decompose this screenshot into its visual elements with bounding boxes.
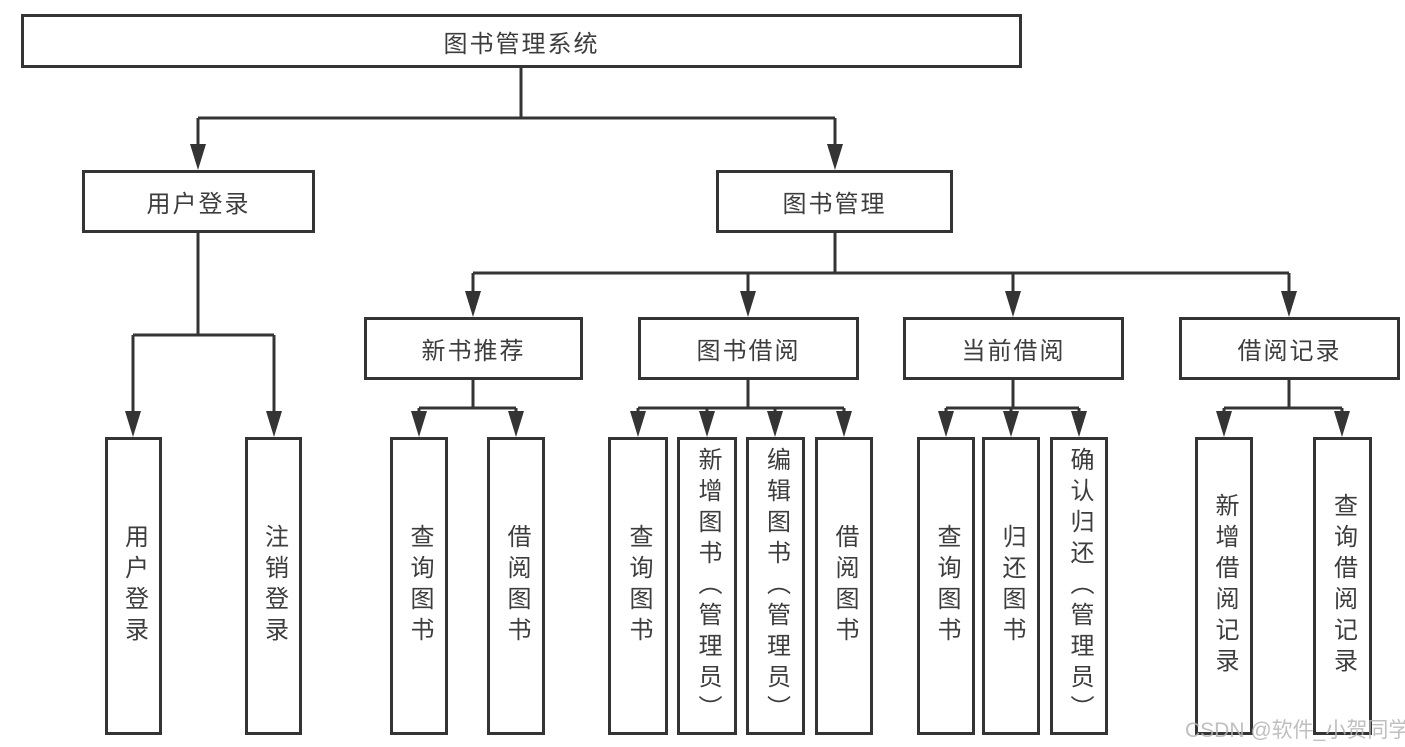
leaf-label: 编辑图书（管理员） (762, 446, 790, 726)
leaf-confirm-return-admin: 确认归还（管理员） (1050, 437, 1108, 735)
arrow-down-icon (190, 144, 206, 170)
leaf-add-borrow-record: 新增借阅记录 (1195, 437, 1253, 735)
leaf-label: 用户登录 (120, 524, 148, 648)
arrow-down-icon (266, 411, 282, 437)
node-label: 图书管理系统 (443, 30, 600, 58)
leaf-query-books-current: 查询图书 (917, 437, 975, 735)
leaf-label: 借阅图书 (503, 524, 530, 648)
arrow-down-icon (1003, 411, 1019, 437)
node-label: 新书推荐 (421, 338, 526, 365)
leaf-label: 查询图书 (933, 524, 960, 648)
arrow-down-icon (465, 291, 481, 317)
leaf-label: 借阅图书 (831, 524, 858, 648)
node-label: 图书借阅 (696, 338, 801, 365)
leaf-label: 归还图书 (998, 524, 1025, 648)
leaf-query-books-recommend: 查询图书 (390, 437, 448, 735)
arrow-down-icon (699, 411, 715, 437)
leaf-label: 新增图书（管理员） (694, 446, 721, 726)
arrow-down-icon (836, 411, 852, 437)
node-current-borrowing: 当前借阅 (903, 317, 1124, 380)
leaf-return-books: 归还图书 (982, 437, 1040, 735)
arrow-down-icon (767, 411, 783, 437)
arrow-down-icon (1216, 411, 1232, 437)
leaf-borrow-books-recommend: 借阅图书 (487, 437, 545, 735)
leaf-user-login: 用户登录 (105, 437, 162, 735)
leaf-borrow-books: 借阅图书 (815, 437, 873, 735)
node-label: 当前借阅 (961, 338, 1066, 365)
arrow-down-icon (1005, 291, 1021, 317)
leaf-edit-books-admin: 编辑图书（管理员） (746, 437, 805, 735)
leaf-label: 查询图书 (406, 524, 433, 648)
leaf-logout: 注销登录 (245, 437, 302, 735)
leaf-query-borrow-record: 查询借阅记录 (1313, 437, 1372, 735)
arrow-down-icon (630, 411, 646, 437)
node-user-login: 用户登录 (82, 170, 315, 233)
arrow-down-icon (1281, 291, 1297, 317)
node-borrowing-records: 借阅记录 (1179, 317, 1400, 380)
leaf-label: 新增借阅记录 (1211, 493, 1238, 679)
arrow-down-icon (1071, 411, 1087, 437)
leaf-add-books-admin: 新增图书（管理员） (677, 437, 737, 735)
arrow-down-icon (1334, 411, 1350, 437)
arrow-down-icon (508, 411, 524, 437)
node-new-book-recommendation: 新书推荐 (364, 317, 583, 380)
leaf-label: 确认归还（管理员） (1066, 446, 1093, 726)
leaf-label: 注销登录 (260, 524, 288, 648)
node-label: 图书管理 (782, 191, 887, 218)
csdn-watermark: CSDN @软件_小贺同学 (1185, 719, 1405, 742)
node-book-management: 图书管理 (716, 170, 953, 233)
node-book-borrowing: 图书借阅 (638, 317, 859, 380)
leaf-query-books-borrow: 查询图书 (608, 437, 668, 735)
arrow-down-icon (125, 411, 141, 437)
arrowhead-icons (125, 144, 1350, 437)
node-library-management-system: 图书管理系统 (21, 14, 1022, 68)
node-label: 用户登录 (146, 191, 251, 218)
connector-path (131, 68, 1344, 413)
leaf-label: 查询图书 (625, 524, 652, 648)
arrow-down-icon (740, 291, 756, 317)
node-label: 借阅记录 (1237, 338, 1342, 365)
arrow-down-icon (411, 411, 427, 437)
leaf-label: 查询借阅记录 (1329, 493, 1357, 679)
arrow-down-icon (938, 411, 954, 437)
arrow-down-icon (827, 144, 843, 170)
